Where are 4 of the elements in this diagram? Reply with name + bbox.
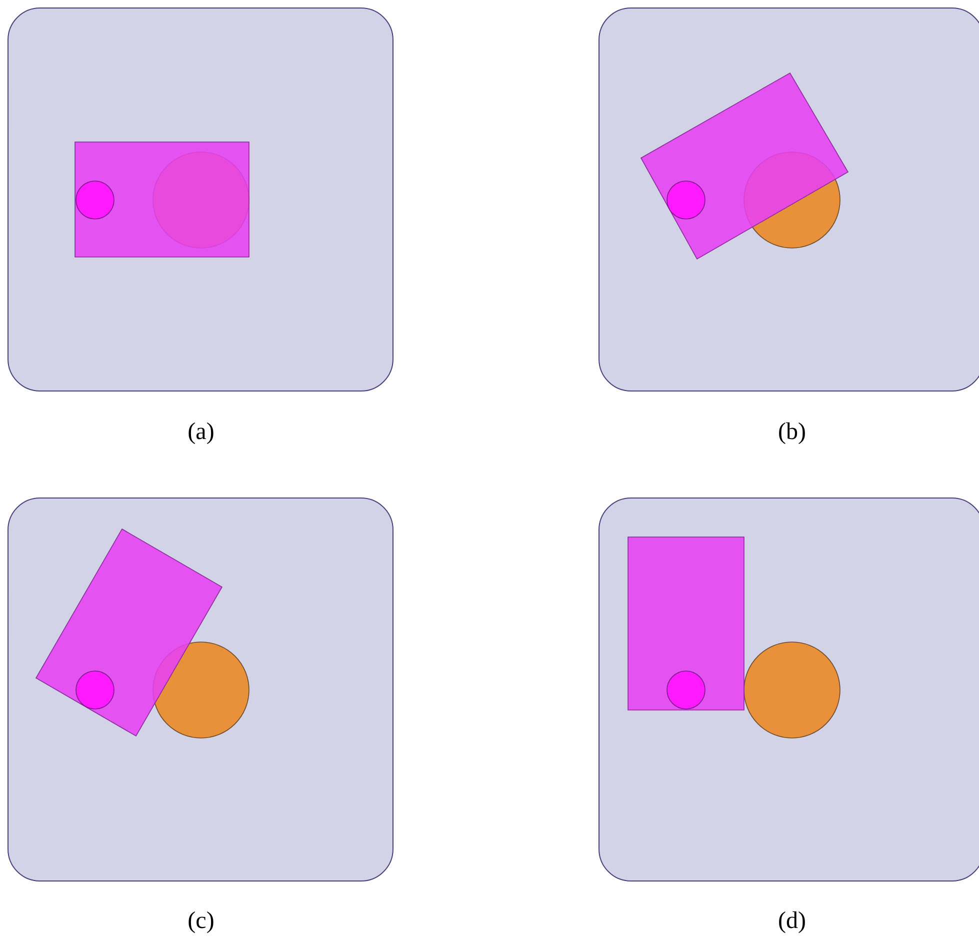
panel-label: (d) xyxy=(778,908,806,935)
panel-label: (a) xyxy=(188,419,214,446)
panel-label: (c) xyxy=(188,908,214,935)
panel-label: (b) xyxy=(778,419,806,446)
